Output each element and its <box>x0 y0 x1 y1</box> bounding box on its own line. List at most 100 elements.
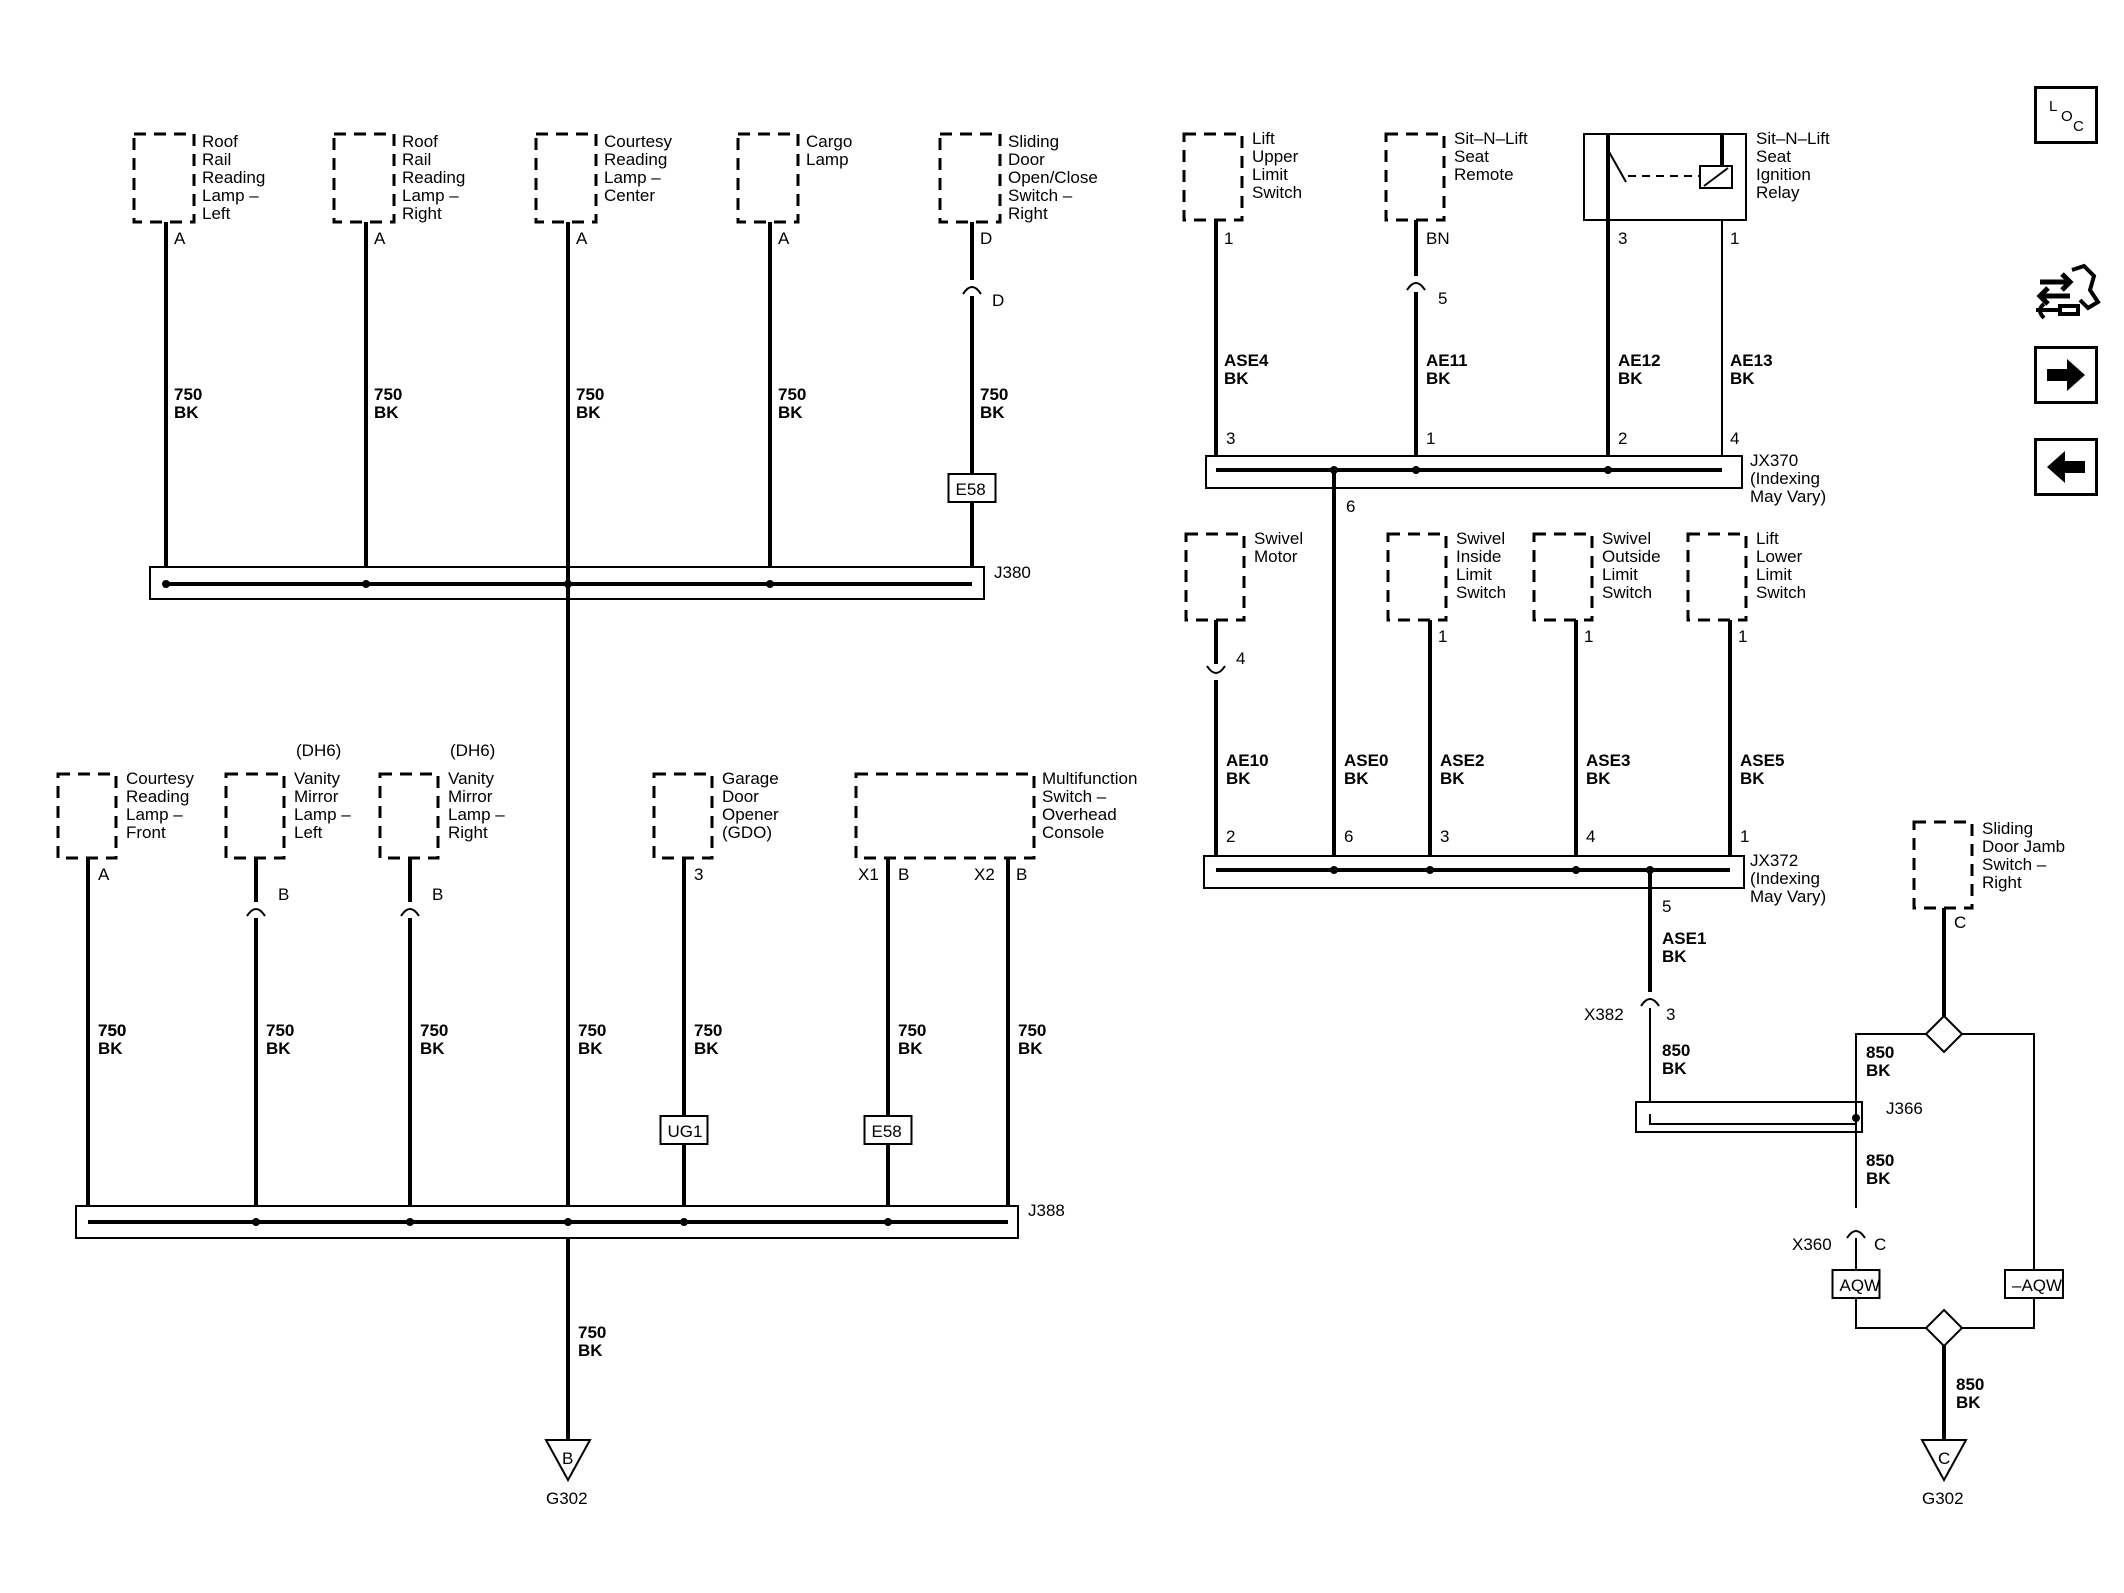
component-roof-right <box>332 132 396 224</box>
component-multifunction-switch <box>854 772 1036 860</box>
connector-pin-x360: C <box>1874 1235 1886 1254</box>
pin-label-vanity-right: B <box>432 885 443 904</box>
connector-name-x360: X360 <box>1792 1235 1832 1254</box>
loc-letter-l: L <box>2049 98 2057 115</box>
connector-view-button[interactable] <box>2032 262 2102 324</box>
pin-label-courtesy-center: A <box>576 229 588 248</box>
pin-label-relay-3: 3 <box>1618 229 1627 248</box>
wire-aqw-join <box>1855 1298 1926 1329</box>
circuit-number-courtesy-center: 750 <box>576 385 604 404</box>
component-courtesy-front <box>56 772 118 860</box>
component-label-swivel-inside: Inside <box>1456 547 1501 566</box>
inline-connector-sliding-d <box>962 286 982 295</box>
jx370-pin-seat-remote: 1 <box>1426 429 1435 448</box>
pin-label-vanity-left: B <box>278 885 289 904</box>
component-label-ignition-relay: Relay <box>1756 183 1800 202</box>
option-box-ug1 <box>659 1115 709 1145</box>
pin-label-cargo-lamp: A <box>778 229 790 248</box>
component-label-swivel-inside: Switch <box>1456 583 1506 602</box>
splice-label-jx370: JX370 <box>1750 451 1798 470</box>
loc-letter-o: O <box>2061 108 2073 125</box>
component-label-jamb-switch: Sliding <box>1982 819 2033 838</box>
inline-connector-x360 <box>1846 1230 1866 1239</box>
component-label-vanity-right: Lamp – <box>448 805 505 824</box>
option-box-ug1-label: UG1 <box>668 1122 703 1141</box>
option-split-diamond-bottom <box>1924 1308 1964 1348</box>
component-label-courtesy-center: Center <box>604 186 655 205</box>
component-label-swivel-outside: Outside <box>1602 547 1661 566</box>
circuit-color-bottom-2: BK <box>420 1039 445 1058</box>
component-swivel-inside <box>1386 532 1448 622</box>
loc-letter-c: C <box>2073 118 2084 135</box>
component-label-vanity-left: Vanity <box>294 769 340 788</box>
splice-dot-jx370 <box>1604 466 1612 474</box>
pin-label-swivel-inside: 1 <box>1438 627 1447 646</box>
pin-label-jamb-switch: C <box>1954 913 1966 932</box>
ground-symbol-left <box>544 1439 592 1483</box>
jx370-out-pin: 6 <box>1346 497 1355 516</box>
next-page-button[interactable] <box>2034 346 2098 404</box>
circuit-color-lift-upper: BK <box>1224 369 1249 388</box>
location-view-button[interactable]: L O C <box>2034 86 2098 144</box>
component-label-vanity-left: Lamp – <box>294 805 351 824</box>
previous-page-button[interactable] <box>2034 438 2098 496</box>
splice-dot-j380 <box>162 580 170 588</box>
option-label-vanity-left: (DH6) <box>296 741 341 760</box>
component-vanity-left <box>224 772 286 860</box>
splice-pack-j366 <box>1635 1101 1863 1133</box>
component-label-seat-remote: Remote <box>1454 165 1514 184</box>
splice-label-j366: J366 <box>1886 1099 1923 1118</box>
circuit-color-lift-lower: BK <box>1740 769 1765 788</box>
relay-contact <box>1607 149 1627 183</box>
pin-label-mf-b2: B <box>1016 865 1027 884</box>
pin-label-garage-door-opener: 3 <box>694 865 703 884</box>
splice-dot-jx372 <box>1426 866 1434 874</box>
wire-not-aqw-path <box>1962 1033 2035 1270</box>
component-label-vanity-right: Vanity <box>448 769 494 788</box>
splice-dot-jx372 <box>1572 866 1580 874</box>
component-lift-upper <box>1182 132 1244 222</box>
component-label-swivel-motor: Motor <box>1254 547 1298 566</box>
circuit-color-ase0: BK <box>1344 769 1369 788</box>
component-seat-remote <box>1384 132 1446 222</box>
circuit-number-swivel-inside: ASE2 <box>1440 751 1484 770</box>
circuit-color-roof-left: BK <box>174 403 199 422</box>
pin-label-sliding-door-switch: D <box>980 229 992 248</box>
component-label-roof-right: Roof <box>402 132 438 151</box>
circuit-color-swivel-outside: BK <box>1586 769 1611 788</box>
circuit-number-850-a: 850 <box>1662 1041 1690 1060</box>
option-box-not-aqw-label: –AQW <box>2012 1276 2062 1295</box>
option-split-diamond-top <box>1924 1014 1964 1054</box>
component-jamb-switch <box>1912 820 1974 910</box>
component-roof-left <box>132 132 196 224</box>
jx370-pin-lift-upper: 3 <box>1226 429 1235 448</box>
component-courtesy-center <box>534 132 598 224</box>
circuit-color-850-c: BK <box>1866 1169 1891 1188</box>
jx370-pin-relay-1: 4 <box>1730 429 1739 448</box>
pin-label-mf-b1: B <box>898 865 909 884</box>
pin-label-mf-x1: X1 <box>858 865 879 884</box>
circuit-color-850-b: BK <box>1866 1061 1891 1080</box>
circuit-number-swivel-motor: AE10 <box>1226 751 1269 770</box>
connector-name-x382: X382 <box>1584 1005 1624 1024</box>
splice-dot-j388 <box>564 1218 572 1226</box>
component-label-swivel-outside: Limit <box>1602 565 1638 584</box>
jx372-pin-swivel-outside: 4 <box>1586 827 1595 846</box>
component-label-roof-left: Roof <box>202 132 238 151</box>
circuit-color-bottom-5: BK <box>1018 1039 1043 1058</box>
splice-dot-j388 <box>884 1218 892 1226</box>
component-sliding-door-switch <box>938 132 1002 224</box>
component-label-multifunction-switch: Switch – <box>1042 787 1107 806</box>
splice-label-jx370: (Indexing <box>1750 469 1820 488</box>
component-label-courtesy-center: Lamp – <box>604 168 661 187</box>
splice-label-jx372: (Indexing <box>1750 869 1820 888</box>
component-ignition-relay <box>1583 133 1747 221</box>
circuit-color-relay-3: BK <box>1618 369 1643 388</box>
component-label-cargo-lamp: Cargo <box>806 132 852 151</box>
circuit-number-bottom-5: 750 <box>1018 1021 1046 1040</box>
component-label-courtesy-center: Courtesy <box>604 132 673 151</box>
circuit-number-bottom-4: 750 <box>898 1021 926 1040</box>
component-label-roof-left: Rail <box>202 150 231 169</box>
circuit-color-swivel-inside: BK <box>1440 769 1465 788</box>
circuit-number-bottom-2: 750 <box>420 1021 448 1040</box>
